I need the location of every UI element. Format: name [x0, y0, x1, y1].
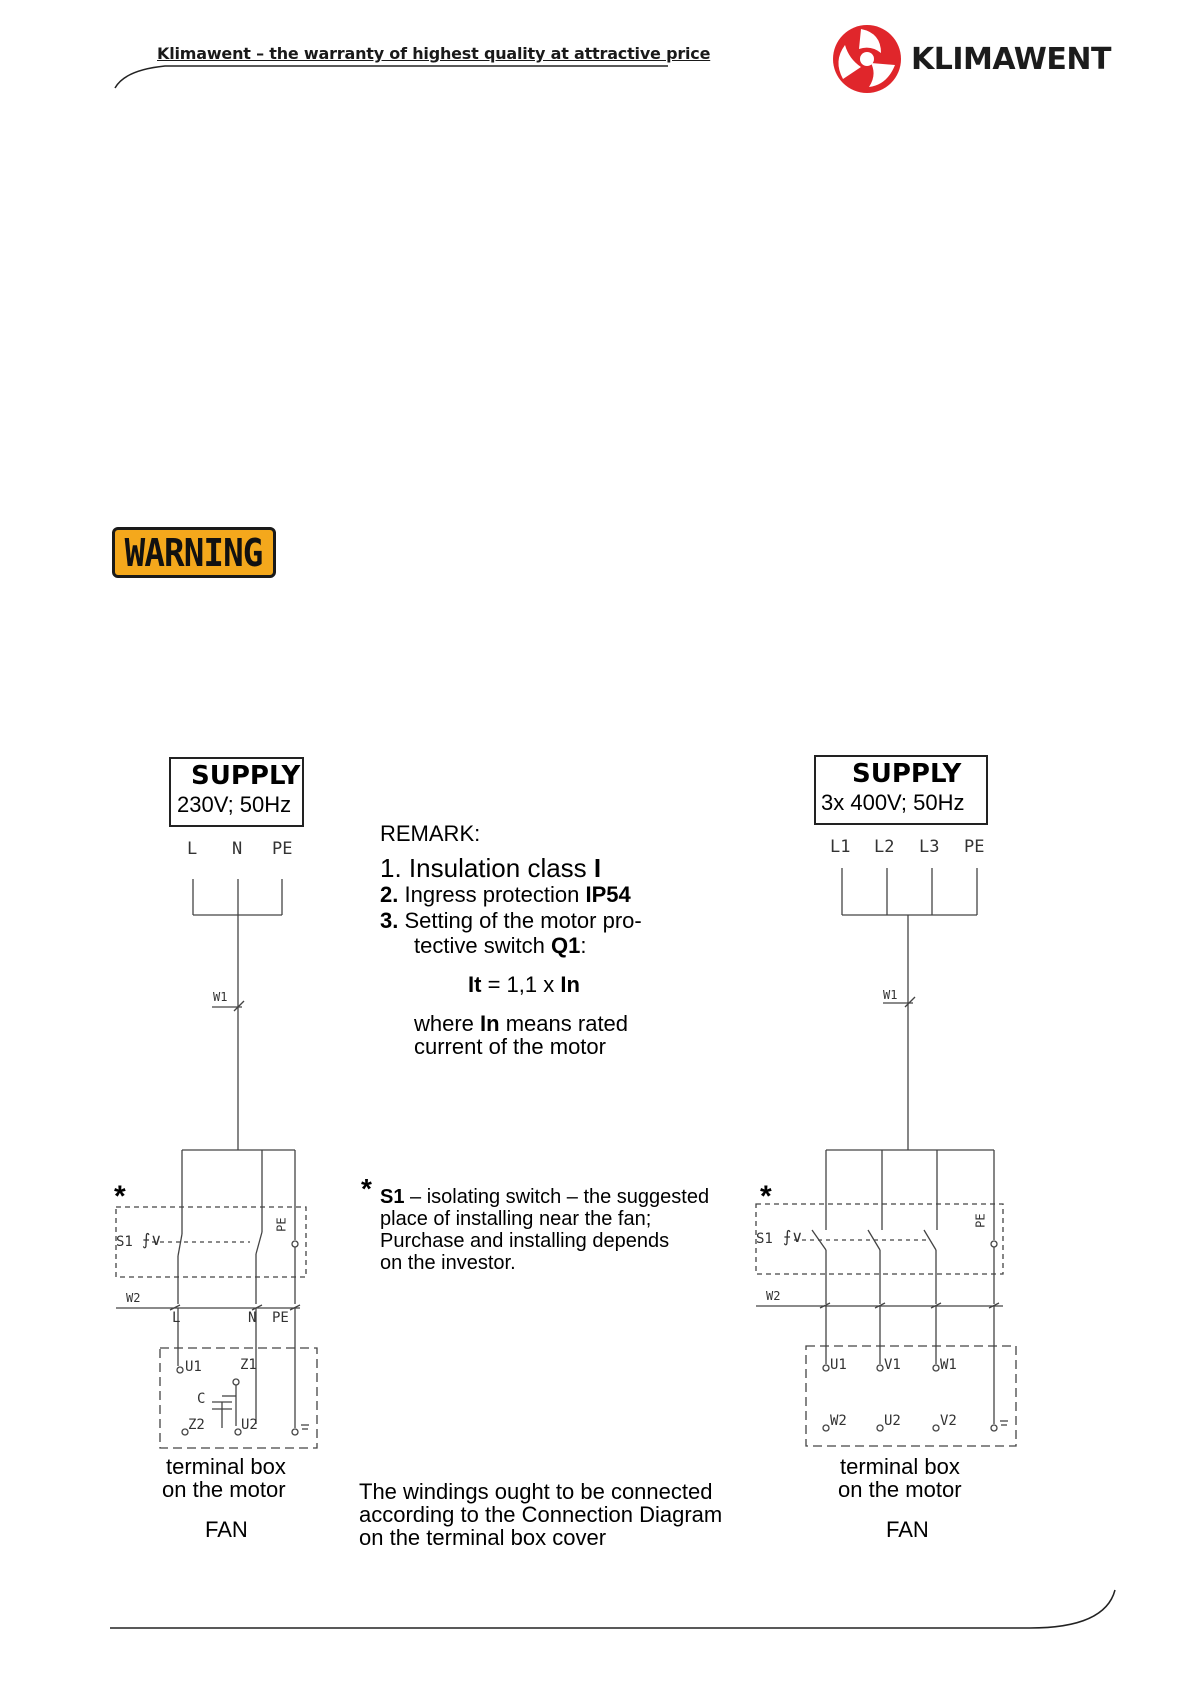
remark-item-3-number: 3. [380, 908, 399, 933]
remark-item-3-line-2: tective switch [414, 933, 545, 958]
remark-item-2: 2. Ingress protection IP54 [380, 882, 631, 907]
right-supply-rating: 3x 400V; 50Hz [821, 790, 965, 815]
left-phase-pe: PE [272, 839, 293, 859]
remark-where-2: means rated [505, 1011, 629, 1036]
remark-heading: REMARK: [380, 821, 481, 846]
remark-item-1-text: Insulation class [408, 853, 587, 883]
right-supply-title: SUPPLY [852, 759, 962, 789]
remark-item-3-colon: : [580, 933, 587, 958]
remark-formula: It = 1,1 x In [468, 972, 580, 997]
left-cable-w2: W2 [126, 1291, 141, 1305]
right-cable-w1: W1 [883, 988, 898, 1002]
right-switch-pe: PE [973, 1213, 988, 1228]
remark-item-3: 3. Setting of the motor pro- [380, 908, 642, 933]
warning-badge: WARNING [112, 527, 276, 578]
right-terminal-u2: U2 [884, 1413, 901, 1429]
windings-note-line-2: according to the Connection Diagram [359, 1502, 723, 1527]
left-terminal-box-caption: terminal box [166, 1454, 286, 1479]
formula-in: In [560, 972, 580, 997]
right-switch-box [755, 1203, 1004, 1275]
s1-note-line-4: on the investor. [380, 1252, 516, 1274]
left-terminal-z1: Z1 [240, 1357, 257, 1373]
right-terminal-box-caption-2: on the motor [838, 1477, 962, 1502]
s1-note-asterisk: * [361, 1173, 372, 1204]
logo-text: KLIMAWENT [911, 42, 1111, 77]
remark-item-2-value: IP54 [585, 882, 631, 907]
left-switch-symbol-icon: ⨍∨ [142, 1232, 163, 1249]
remark-where-1: where [414, 1011, 474, 1036]
remark-where-row: where In means rated [414, 1011, 629, 1036]
s1-note-line-1: S1 – isolating switch – the suggested [380, 1186, 709, 1208]
left-asterisk: * [114, 1180, 126, 1213]
right-phase-pe: PE [964, 837, 985, 857]
s1-note-line-1-text: – isolating switch – the suggested [410, 1186, 710, 1208]
right-switch-label: S1 [756, 1231, 773, 1247]
right-cable-w2: W2 [766, 1289, 781, 1303]
right-supply-box [814, 755, 988, 825]
remark-item-3-line-1: Setting of the motor pro- [404, 908, 642, 933]
right-terminal-w1: W1 [940, 1357, 957, 1373]
right-terminal-v1: V1 [884, 1357, 901, 1373]
footer-swoosh [110, 1589, 1116, 1629]
right-terminal-w2: W2 [830, 1413, 847, 1429]
left-supply-title: SUPPLY [191, 761, 301, 791]
left-bus-n: N [248, 1310, 257, 1326]
windings-note-line-3: on the terminal box cover [359, 1525, 607, 1550]
logo-mark-icon [833, 25, 901, 93]
right-phase-l3: L3 [919, 837, 940, 857]
left-terminal-z2: Z2 [188, 1417, 205, 1433]
formula-it: It [468, 972, 482, 997]
left-terminal-u1: U1 [185, 1359, 202, 1375]
remark-item-2-text: Ingress protection [404, 882, 580, 907]
right-terminal-box [805, 1345, 1017, 1447]
remark-where-line-2: current of the motor [414, 1034, 606, 1059]
left-bus-pe: PE [272, 1310, 289, 1326]
right-circuit [755, 755, 1017, 1447]
left-terminal-box [159, 1347, 318, 1449]
left-switch-pe: PE [274, 1217, 289, 1232]
remark-item-1-value: I [593, 853, 602, 883]
header-swoosh [114, 65, 668, 89]
left-terminal-box-caption-2: on the motor [162, 1477, 286, 1502]
s1-note-line-3: Purchase and installing depends [380, 1230, 670, 1252]
left-cable-w1: W1 [213, 990, 228, 1004]
left-bus-l: L [172, 1310, 181, 1326]
right-switch-symbol-icon: ⨍∨ [783, 1229, 804, 1246]
remark-item-1-number: 1. [380, 853, 402, 883]
left-phase-n: N [232, 839, 243, 859]
right-phase-l2: L2 [874, 837, 895, 857]
formula-mid: = 1,1 x [487, 972, 555, 997]
right-terminal-box-caption: terminal box [840, 1454, 960, 1479]
s1-note-line-2: place of installing near the fan; [380, 1208, 652, 1230]
remark-item-2-number: 2. [380, 882, 399, 907]
right-fan-label: FAN [886, 1517, 929, 1542]
header-tagline: Klimawent – the warranty of highest qual… [157, 44, 711, 63]
warning-label: WARNING [125, 530, 264, 575]
left-supply-rating: 230V; 50Hz [177, 792, 292, 817]
left-capacitor-c: C [197, 1391, 206, 1407]
left-supply-box [169, 757, 304, 827]
right-asterisk: * [760, 1180, 772, 1213]
remark-item-3-line-2-row: tective switch Q1: [414, 933, 587, 958]
left-fan-label: FAN [205, 1517, 248, 1542]
left-phase-l: L [187, 839, 198, 859]
right-phase-l1: L1 [830, 837, 851, 857]
remark-item-3-value: Q1 [550, 933, 581, 958]
s1-note-switch: S1 [380, 1186, 405, 1208]
left-terminal-u2: U2 [241, 1417, 258, 1433]
right-terminal-u1: U1 [830, 1357, 847, 1373]
left-switch-label: S1 [116, 1234, 133, 1250]
right-terminal-v2: V2 [940, 1413, 957, 1429]
remark-where-in: In [480, 1011, 500, 1036]
left-circuit [115, 757, 318, 1449]
left-switch-box [115, 1206, 307, 1278]
remark-item-1: 1. Insulation class I [380, 854, 601, 883]
windings-note-line-1: The windings ought to be connected [359, 1479, 713, 1504]
